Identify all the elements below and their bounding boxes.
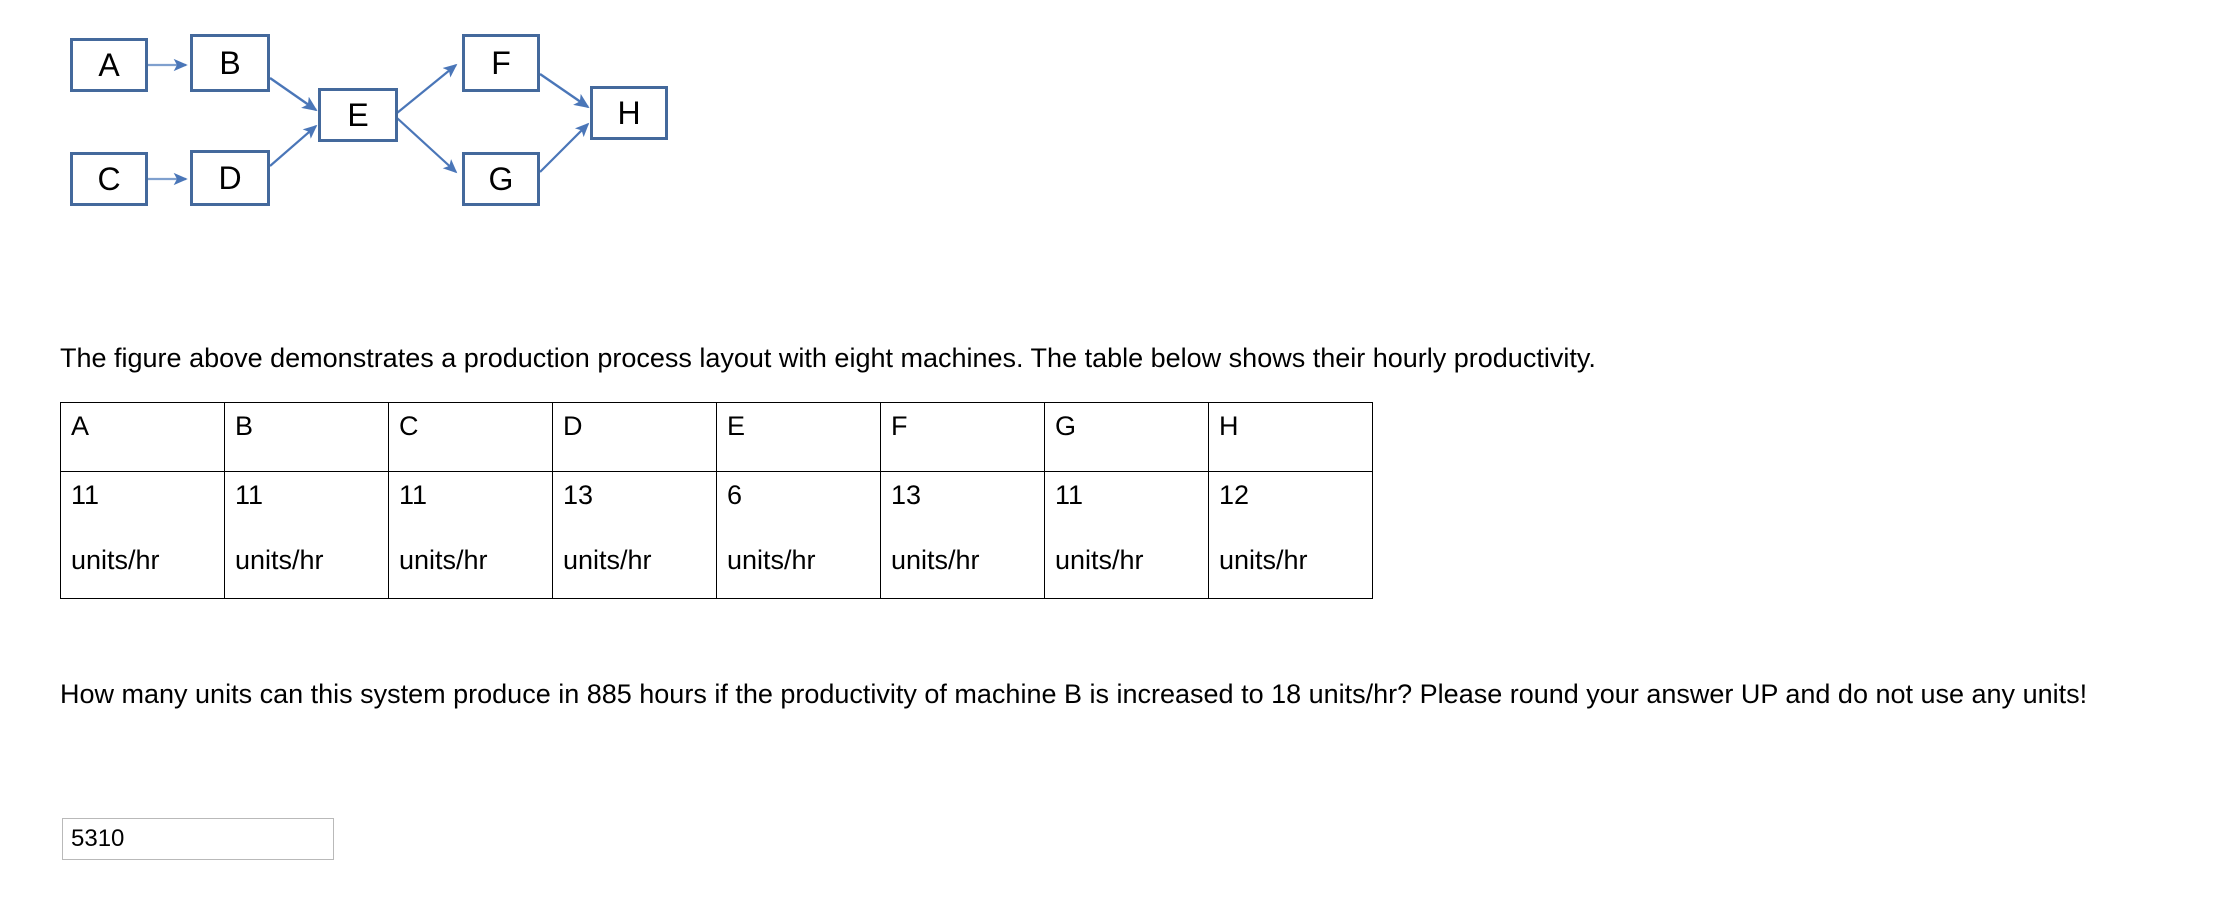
- table-row: 11 units/hr 11 units/hr 11 units/hr 13 u…: [60, 471, 1373, 599]
- table-value-d: 13: [563, 480, 594, 510]
- productivity-table: A B C D E F G H 11 units/hr 11 units/hr …: [60, 402, 1373, 599]
- diagram-node-d-label: D: [218, 160, 242, 196]
- table-value-f: 13: [891, 480, 922, 510]
- table-header-h: H: [1208, 402, 1373, 472]
- table-header-g: G: [1044, 402, 1209, 472]
- table-header-b: B: [224, 402, 389, 472]
- table-unit-g: units/hr: [1055, 545, 1144, 575]
- table-header-f: F: [880, 402, 1045, 472]
- table-header-a: A: [60, 402, 225, 472]
- table-unit-h: units/hr: [1219, 545, 1308, 575]
- table-value-c: 11: [399, 480, 428, 510]
- diagram-node-f-label: F: [491, 45, 511, 81]
- table-unit-b: units/hr: [235, 545, 324, 575]
- table-header-d: D: [552, 402, 717, 472]
- diagram-node-c-label: C: [97, 161, 121, 197]
- table-cell-b: 11 units/hr: [224, 471, 389, 599]
- table-unit-a: units/hr: [71, 545, 160, 575]
- diagram-node-a: A: [70, 38, 148, 92]
- table-header-c: C: [388, 402, 553, 472]
- table-value-b: 11: [235, 480, 264, 510]
- table-unit-d: units/hr: [563, 545, 652, 575]
- diagram-node-g: G: [462, 152, 540, 206]
- intro-paragraph: The figure above demonstrates a producti…: [60, 343, 1596, 373]
- diagram-node-h: H: [590, 86, 668, 140]
- table-cell-e: 6 units/hr: [716, 471, 881, 599]
- table-cell-g: 11 units/hr: [1044, 471, 1209, 599]
- table-value-g: 11: [1055, 480, 1084, 510]
- diagram-node-e: E: [318, 88, 398, 142]
- question-paragraph: How many units can this system produce i…: [60, 679, 2088, 709]
- edge-f-to-h: [539, 73, 590, 109]
- table-header-row: A B C D E F G H: [60, 402, 1373, 472]
- diagram-node-b: B: [190, 34, 270, 92]
- table-cell-d: 13 units/hr: [552, 471, 717, 599]
- table-cell-c: 11 units/hr: [388, 471, 553, 599]
- table-header-e: E: [716, 402, 881, 472]
- diagram-node-b-label: B: [219, 45, 241, 81]
- table-value-a: 11: [71, 480, 100, 510]
- table-cell-h: 12 units/hr: [1208, 471, 1373, 599]
- answer-input[interactable]: [62, 818, 334, 860]
- table-cell-f: 13 units/hr: [880, 471, 1045, 599]
- diagram-node-g-label: G: [488, 161, 514, 197]
- table-value-h: 12: [1219, 480, 1250, 510]
- table-unit-f: units/hr: [891, 545, 980, 575]
- diagram-node-h-label: H: [617, 95, 641, 131]
- diagram-node-f: F: [462, 34, 540, 92]
- edge-b-to-e: [269, 77, 318, 112]
- diagram-node-e-label: E: [347, 97, 369, 133]
- edge-g-to-h: [539, 122, 590, 173]
- table-value-e: 6: [727, 480, 743, 510]
- diagram-node-c: C: [70, 152, 148, 206]
- table-cell-a: 11 units/hr: [60, 471, 225, 599]
- edge-e-to-g: [396, 117, 458, 174]
- edge-e-to-f: [396, 63, 458, 114]
- process-flow-diagram: A B C D E F G H: [0, 0, 1000, 300]
- table-unit-e: units/hr: [727, 545, 816, 575]
- table-unit-c: units/hr: [399, 545, 488, 575]
- edge-d-to-e: [269, 124, 318, 167]
- diagram-node-d: D: [190, 150, 270, 206]
- diagram-arrows-layer: [148, 58, 590, 186]
- diagram-node-a-label: A: [98, 47, 120, 83]
